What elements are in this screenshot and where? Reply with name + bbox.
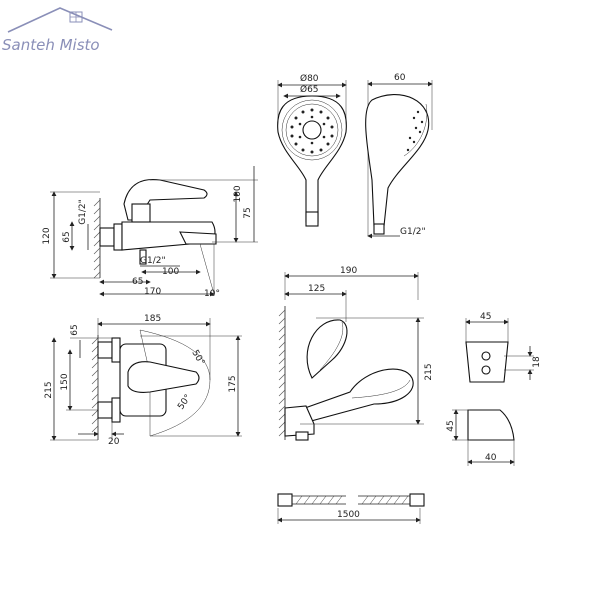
dim-diameter-80: Ø80 — [300, 73, 319, 84]
house-roof-icon — [7, 7, 113, 33]
dim-g-bottom: G1/2" — [140, 256, 166, 266]
dim-angle-10: 10° — [204, 289, 220, 299]
dim-60: 60 — [394, 73, 406, 83]
angle-50-lower: 50° — [176, 393, 193, 412]
dim-diameter-65: Ø65 — [300, 84, 319, 95]
faucet-top-view: 185 65 215 150 175 50° 50° 20 — [44, 314, 242, 447]
dim-65-bottom: 65 — [132, 277, 143, 287]
faucet-side-view: 120 65 G1/2" 75 100 G1/2" 100 65 170 10° — [42, 166, 258, 299]
dim-thread-g12: G1/2" — [400, 227, 426, 237]
logo-text: Santeh Misto — [2, 36, 100, 54]
logo: Santeh Misto — [2, 7, 113, 54]
dim-65-top: 65 — [70, 324, 80, 335]
dim-150: 150 — [60, 373, 70, 390]
dim-100-vertical: 100 — [233, 185, 243, 202]
dim-18: 18 — [532, 356, 542, 368]
dim-40: 40 — [485, 453, 497, 463]
dim-45-side: 45 — [446, 420, 456, 431]
dim-125: 125 — [308, 284, 325, 294]
dim-20: 20 — [108, 437, 120, 447]
dim-175: 175 — [228, 375, 238, 392]
dim-1500: 1500 — [337, 510, 360, 520]
dim-215-top: 215 — [44, 381, 54, 398]
holder-assembly: 190 125 215 — [278, 266, 434, 441]
dim-215-holder: 215 — [424, 363, 434, 380]
dim-75: 75 — [243, 207, 253, 218]
dim-100-bottom: 100 — [162, 267, 179, 277]
dim-170: 170 — [144, 287, 161, 297]
shower-head-side: 60 G1/2" — [365, 73, 433, 239]
angle-50-upper: 50° — [189, 349, 206, 368]
dim-65-side: 65 — [62, 231, 72, 242]
shower-head-front: Ø80 Ø65 — [277, 73, 347, 227]
dim-45-top: 45 — [480, 312, 491, 322]
wall-bracket: 45 18 45 40 — [446, 312, 542, 466]
shower-hose: 1500 — [277, 493, 425, 524]
dim-190: 190 — [340, 266, 357, 276]
dim-g-left: G1/2" — [78, 199, 88, 225]
dim-185: 185 — [144, 314, 161, 324]
dim-120: 120 — [42, 227, 52, 244]
